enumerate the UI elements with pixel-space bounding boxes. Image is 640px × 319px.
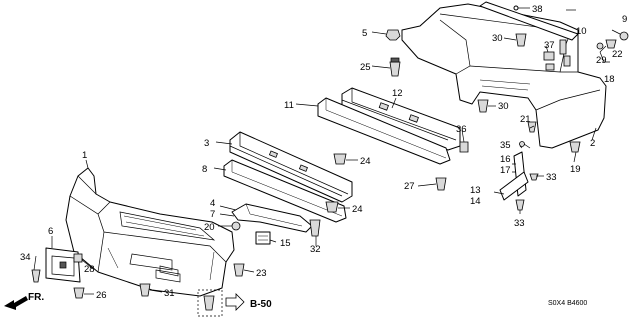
bracket-13-14 bbox=[499, 171, 529, 201]
bolt-31 bbox=[139, 283, 151, 297]
callout-11: 11 bbox=[284, 100, 294, 111]
callout-35: 35 bbox=[500, 140, 511, 151]
bolt-24-a bbox=[333, 153, 347, 165]
callout-25: 25 bbox=[360, 62, 371, 73]
callout-15: 15 bbox=[280, 238, 291, 249]
callout-27: 27 bbox=[404, 181, 415, 192]
callout-24a: 24 bbox=[360, 156, 371, 167]
callout-21: 21 bbox=[520, 114, 531, 125]
rear-bumper-beam bbox=[341, 87, 461, 151]
front-side-bracket bbox=[231, 203, 313, 233]
callout-3: 3 bbox=[204, 138, 209, 149]
callout-6: 6 bbox=[48, 226, 53, 237]
bolt-32 bbox=[309, 219, 321, 237]
bolt-24-b bbox=[325, 201, 339, 213]
callout-18: 18 bbox=[604, 74, 615, 85]
callout-8: 8 bbox=[202, 164, 207, 175]
callout-36: 36 bbox=[456, 124, 467, 135]
callout-32: 32 bbox=[310, 244, 321, 255]
bolt-33-a bbox=[529, 173, 539, 181]
fasteners bbox=[31, 29, 629, 317]
clip-22 bbox=[605, 39, 617, 49]
clip-29 bbox=[596, 42, 604, 50]
callout-23: 23 bbox=[256, 268, 267, 279]
bolt-34 bbox=[31, 269, 41, 283]
callout-16: 16 bbox=[500, 154, 511, 165]
clip-30-a bbox=[515, 33, 527, 47]
callout-26: 26 bbox=[96, 290, 107, 301]
clip-5 bbox=[385, 29, 401, 41]
drawing-code: S0X4 B4600 bbox=[548, 300, 587, 307]
clip-30-b bbox=[477, 99, 489, 113]
clip-15 bbox=[255, 231, 271, 245]
leader-lines bbox=[33, 7, 621, 295]
front-absorber bbox=[223, 159, 347, 223]
clip-9 bbox=[619, 31, 629, 41]
clip-36 bbox=[459, 141, 469, 153]
callout-38: 38 bbox=[532, 4, 543, 15]
callout-5: 5 bbox=[362, 28, 367, 39]
callout-30b: 30 bbox=[498, 101, 509, 112]
bolt-25 bbox=[389, 61, 401, 77]
clip-28 bbox=[73, 253, 83, 263]
callout-7: 7 bbox=[210, 209, 215, 220]
callout-37: 37 bbox=[544, 40, 555, 51]
callout-14: 14 bbox=[470, 196, 481, 207]
clip-19 bbox=[569, 141, 581, 153]
bolt-26 bbox=[73, 287, 85, 299]
bolt-33-b bbox=[515, 199, 525, 211]
direction-label: FR. bbox=[28, 292, 44, 303]
callout-19: 19 bbox=[570, 164, 581, 175]
callout-10: 10 bbox=[576, 26, 587, 37]
callout-22: 22 bbox=[612, 49, 623, 60]
reference-code: B-50 bbox=[250, 299, 272, 310]
clip-20 bbox=[231, 221, 241, 231]
callout-30a: 30 bbox=[492, 33, 503, 44]
callout-17: 17 bbox=[500, 165, 511, 176]
callout-34: 34 bbox=[20, 252, 31, 263]
callout-28: 28 bbox=[84, 264, 95, 275]
front-bumper-face bbox=[65, 167, 235, 297]
callout-24b: 24 bbox=[352, 204, 363, 215]
clip-35 bbox=[519, 141, 525, 147]
bolt-27 bbox=[435, 177, 447, 191]
clip-38 bbox=[513, 5, 519, 11]
callouts: 1 2 3 4 5 6 7 8 9 10 11 12 13 14 15 16 1… bbox=[20, 4, 627, 301]
callout-31: 31 bbox=[164, 288, 175, 299]
rear-bumper-strip bbox=[479, 1, 579, 41]
callout-33a: 33 bbox=[546, 172, 557, 183]
license-plate-bracket bbox=[45, 247, 81, 283]
callout-29: 29 bbox=[596, 55, 607, 66]
callout-1: 1 bbox=[82, 150, 87, 161]
reference-arrow: B-50 bbox=[225, 293, 272, 311]
callout-12: 12 bbox=[392, 88, 403, 99]
callout-13: 13 bbox=[470, 185, 481, 196]
callout-2: 2 bbox=[590, 138, 595, 149]
front-bumper-beam bbox=[229, 131, 353, 203]
clip-37 bbox=[543, 51, 555, 61]
callout-4: 4 bbox=[210, 198, 215, 209]
callout-9: 9 bbox=[622, 14, 627, 25]
bolt-23 bbox=[233, 263, 245, 277]
front-direction-arrow: FR. bbox=[4, 292, 44, 310]
callout-20: 20 bbox=[204, 222, 215, 233]
callout-33b: 33 bbox=[514, 218, 525, 229]
rear-absorber bbox=[317, 97, 451, 165]
